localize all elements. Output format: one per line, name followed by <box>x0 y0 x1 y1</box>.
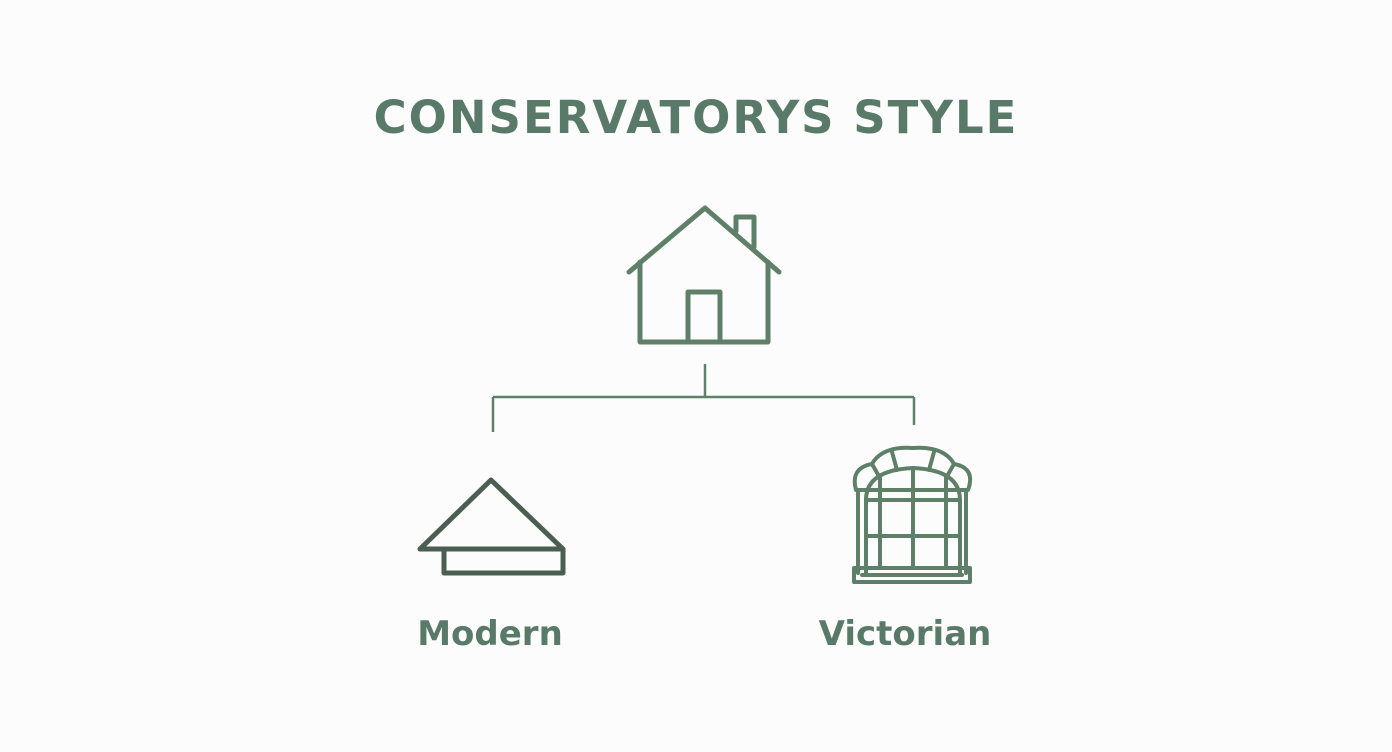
connector-lines <box>491 364 916 432</box>
label-modern: Modern <box>417 614 563 654</box>
roof-icon <box>417 477 566 576</box>
house-icon <box>626 205 782 345</box>
arched-window-icon <box>852 445 973 584</box>
label-victorian: Victorian <box>818 614 992 654</box>
diagram-title: CONSERVATORYS STYLE <box>373 91 1019 144</box>
